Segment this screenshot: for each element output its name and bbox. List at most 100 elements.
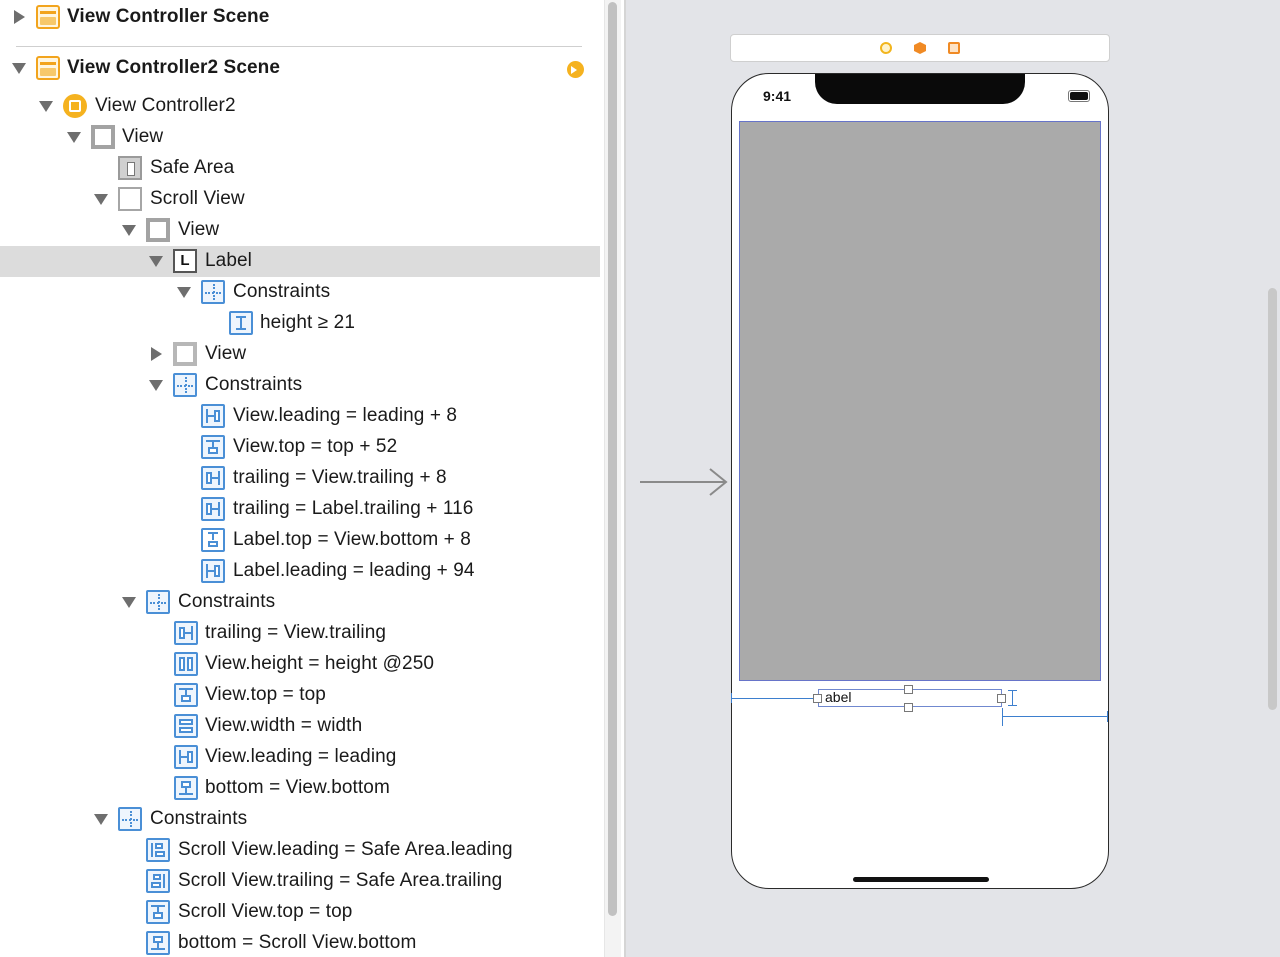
outline-row-label: Scroll View.trailing = Safe Area.trailin… [178,870,503,891]
outline-row-view[interactable]: View [0,122,600,153]
disclosure-expanded-icon[interactable] [122,595,136,609]
disclosure-expanded-icon[interactable] [122,223,136,237]
outline-row-view-constraints[interactable]: Constraints [0,370,600,401]
trailing-constraint-icon [146,869,170,893]
outline-row-constraint[interactable]: Scroll View.leading = Safe Area.leading [0,835,600,866]
outline-row-label-constraints[interactable]: Constraints [0,277,600,308]
outline-row-label-selected[interactable]: L Label [0,246,600,277]
scene-arrow-badge-icon[interactable] [567,61,584,78]
outline-row-constraint[interactable]: Scroll View.top = top [0,897,600,928]
disclosure-collapsed-icon[interactable] [12,10,26,24]
outline-row-constraint[interactable]: trailing = View.trailing [0,618,600,649]
gray-content-view[interactable] [739,121,1101,681]
status-bar-time: 9:41 [763,88,792,104]
resize-handle-bottom[interactable] [904,703,913,712]
outline-row-scroll-constraints[interactable]: Constraints [0,587,600,618]
outline-row-constraint[interactable]: bottom = Scroll View.bottom [0,928,600,957]
label-icon: L [173,249,197,273]
outline-row-label: View [205,343,247,364]
outline-row-constraint[interactable]: trailing = View.trailing + 8 [0,463,600,494]
outline-row-label: height ≥ 21 [260,312,355,333]
outline-row-view-controller-constraints[interactable]: Constraints [0,804,600,835]
outline-row-label: View Controller2 Scene [67,57,281,78]
top-constraint-icon [201,435,225,459]
phone-notch [815,74,1025,104]
outline-row-label: Label [205,250,252,271]
resize-handle-top[interactable] [904,685,913,694]
disclosure-collapsed-icon[interactable] [149,347,163,361]
constraints-group-icon [201,280,225,304]
view-controller-dock-icon[interactable] [880,42,892,54]
outline-row-label: Label.top = View.bottom + 8 [233,529,471,550]
scene-icon [36,5,60,29]
outline-scrollbar[interactable] [604,0,621,957]
outline-row-constraint[interactable]: View.leading = leading [0,742,600,773]
document-outline: View Controller Scene View Controller2 S… [0,0,600,957]
outline-row-content-view[interactable]: View [0,215,600,246]
equal-heights-constraint-icon [174,652,198,676]
outline-row-label: Scroll View [150,188,245,209]
constraints-group-icon [173,373,197,397]
disclosure-expanded-icon[interactable] [39,99,53,113]
outline-row-label: View.top = top + 52 [233,436,398,457]
outline-row-constraint[interactable]: View.height = height @250 [0,649,600,680]
outline-row-label: trailing = View.trailing + 8 [233,467,447,488]
outline-scrollbar-thumb[interactable] [608,2,617,916]
label-height-constraint-line[interactable] [1012,690,1013,706]
disclosure-expanded-icon[interactable] [177,285,191,299]
label-height-constraint-cap [1008,690,1017,691]
height-constraint-icon [229,311,253,335]
disclosure-expanded-icon[interactable] [67,130,81,144]
disclosure-expanded-icon[interactable] [149,254,163,268]
top-constraint-icon [146,900,170,924]
disclosure-expanded-icon[interactable] [12,61,26,75]
resize-handle-right[interactable] [997,694,1006,703]
first-responder-dock-icon[interactable] [914,42,926,54]
view-icon [173,342,197,366]
trailing-constraint-icon [174,621,198,645]
label-leading-constraint-line[interactable] [731,698,818,699]
outline-row-view-controller2-scene[interactable]: View Controller2 Scene [0,53,600,84]
disclosure-expanded-icon[interactable] [94,812,108,826]
outline-row-constraint[interactable]: View.top = top [0,680,600,711]
canvas-vertical-scrollbar[interactable] [1268,288,1277,710]
outline-row-constraint[interactable]: View.top = top + 52 [0,432,600,463]
label-trailing-constraint-line[interactable] [1002,716,1108,717]
outline-row-label: View.leading = leading + 8 [233,405,458,426]
outline-row-constraint[interactable]: Label.top = View.bottom + 8 [0,525,600,556]
outline-row-constraint[interactable]: Scroll View.trailing = Safe Area.trailin… [0,866,600,897]
canvas-label-text[interactable]: abel [825,689,852,705]
label-trailing-constraint-cap [1002,708,1003,726]
home-indicator [853,877,989,882]
initial-view-controller-arrow-icon[interactable] [640,466,732,498]
resize-handle-left[interactable] [813,694,822,703]
outline-row-view-controller-scene[interactable]: View Controller Scene [0,2,600,33]
outline-row-constraint[interactable]: View.width = width [0,711,600,742]
equal-widths-constraint-icon [174,714,198,738]
disclosure-expanded-icon[interactable] [149,378,163,392]
scene-dock [730,34,1110,62]
outline-row-label: View.width = width [205,715,363,736]
outline-row-constraint-height[interactable]: height ≥ 21 [0,308,600,339]
iphone-frame: 9:41 [731,73,1109,889]
disclosure-expanded-icon[interactable] [94,192,108,206]
outline-row-view-controller2[interactable]: View Controller2 [0,91,600,122]
outline-row-constraint[interactable]: bottom = View.bottom [0,773,600,804]
view-controller-icon [63,94,87,118]
outline-row-constraint[interactable]: trailing = Label.trailing + 116 [0,494,600,525]
leading-constraint-icon [201,559,225,583]
outline-row-inner-view[interactable]: View [0,339,600,370]
outline-row-scroll-view[interactable]: Scroll View [0,184,600,215]
leading-constraint-icon [174,745,198,769]
outline-row-label: Constraints [178,591,276,612]
outline-row-label: Scroll View.leading = Safe Area.leading [178,839,513,860]
outline-row-constraint[interactable]: View.leading = leading + 8 [0,401,600,432]
outline-row-label: Constraints [150,808,248,829]
outline-row-safe-area[interactable]: Safe Area [0,153,600,184]
outline-row-constraint[interactable]: Label.leading = leading + 94 [0,556,600,587]
leading-constraint-icon [146,838,170,862]
vertical-spacing-constraint-icon [201,528,225,552]
split-view-divider[interactable] [624,0,626,957]
exit-dock-icon[interactable] [948,42,960,54]
view-icon [91,125,115,149]
